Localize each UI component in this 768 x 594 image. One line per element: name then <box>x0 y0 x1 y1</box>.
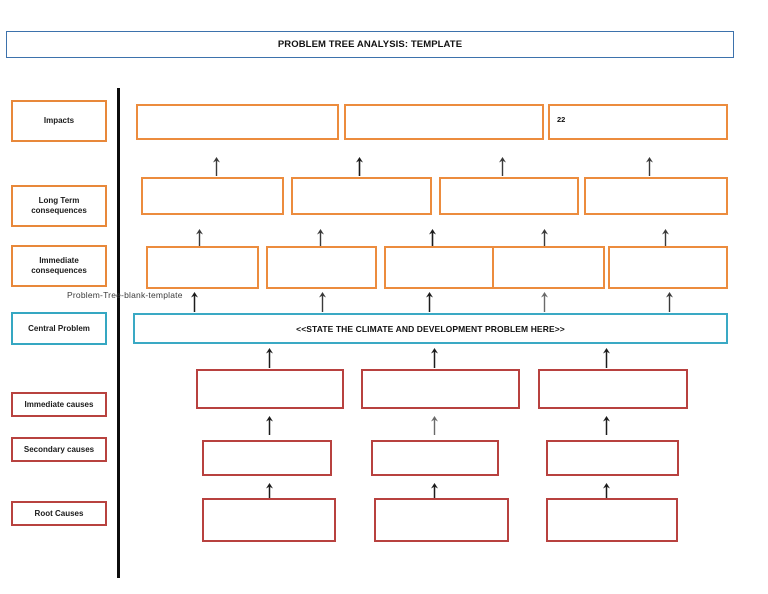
legend-label-immediate-cons-line1: Immediate <box>39 256 79 265</box>
impacts-box-1[interactable] <box>136 104 339 140</box>
arrow-up-immediate-causes-1 <box>265 415 274 435</box>
central-problem-box[interactable]: <<STATE THE CLIMATE AND DEVELOPMENT PROB… <box>133 313 728 344</box>
legend-item-immediate-causes[interactable]: Immediate causes <box>11 392 107 417</box>
immediate-consequences-box-4[interactable] <box>492 246 605 289</box>
vertical-divider-line <box>117 88 120 578</box>
legend-item-long-term-consequences[interactable]: Long Term consequences <box>11 185 107 227</box>
immediate-consequences-box-1[interactable] <box>146 246 259 289</box>
arrow-up-long-term-4 <box>540 228 549 248</box>
arrow-up-immediate-causes-3 <box>602 415 611 435</box>
page-title-banner: PROBLEM TREE ANALYSIS: TEMPLATE <box>6 31 734 58</box>
arrow-up-immediate-cons-4 <box>540 291 549 312</box>
secondary-causes-box-2[interactable] <box>371 440 499 476</box>
arrow-up-impacts-3 <box>498 156 507 176</box>
secondary-causes-box-1[interactable] <box>202 440 332 476</box>
arrow-up-immediate-cons-5 <box>665 291 674 312</box>
legend-label-immediate-cons-line2: consequences <box>31 266 87 275</box>
impacts-box-3-value: 22 <box>557 115 566 124</box>
arrow-up-impacts-2 <box>355 156 364 176</box>
impacts-box-3[interactable]: 22 <box>548 104 728 140</box>
immediate-consequences-box-3[interactable] <box>384 246 495 289</box>
legend-item-impacts[interactable]: Impacts <box>11 100 107 142</box>
long-term-consequences-box-1[interactable] <box>141 177 284 215</box>
arrow-up-central-problem-2 <box>430 347 439 368</box>
central-problem-text: <<STATE THE CLIMATE AND DEVELOPMENT PROB… <box>296 323 565 334</box>
arrow-up-central-problem-1 <box>265 347 274 368</box>
long-term-consequences-box-2[interactable] <box>291 177 432 215</box>
arrow-up-long-term-5 <box>661 228 670 248</box>
secondary-causes-box-3[interactable] <box>546 440 679 476</box>
immediate-causes-box-2[interactable] <box>361 369 520 409</box>
legend-label-root-causes: Root Causes <box>34 508 84 518</box>
arrow-up-long-term-1 <box>195 228 204 248</box>
root-causes-box-1[interactable] <box>202 498 336 542</box>
watermark-caption: Problem-Tree-blank-template <box>67 290 183 300</box>
arrow-up-impacts-1 <box>212 156 221 176</box>
legend-item-root-causes[interactable]: Root Causes <box>11 501 107 526</box>
legend-label-central-problem: Central Problem <box>28 323 90 333</box>
root-causes-box-3[interactable] <box>546 498 678 542</box>
immediate-consequences-box-5[interactable] <box>608 246 728 289</box>
arrow-up-central-problem-3 <box>602 347 611 368</box>
immediate-causes-box-1[interactable] <box>196 369 344 409</box>
root-causes-box-2[interactable] <box>374 498 509 542</box>
arrow-up-impacts-4 <box>645 156 654 176</box>
long-term-consequences-box-4[interactable] <box>584 177 728 215</box>
immediate-consequences-box-2[interactable] <box>266 246 377 289</box>
legend-label-immediate-causes: Immediate causes <box>24 399 94 409</box>
legend-item-central-problem[interactable]: Central Problem <box>11 312 107 345</box>
page-title: PROBLEM TREE ANALYSIS: TEMPLATE <box>277 39 463 50</box>
arrow-up-immediate-causes-2 <box>430 415 439 435</box>
legend-label-long-term-line2: consequences <box>31 206 87 215</box>
legend-label-impacts: Impacts <box>43 116 75 125</box>
impacts-box-2[interactable] <box>344 104 544 140</box>
legend-item-secondary-causes[interactable]: Secondary causes <box>11 437 107 462</box>
long-term-consequences-box-3[interactable] <box>439 177 579 215</box>
legend-item-immediate-consequences[interactable]: Immediate consequences <box>11 245 107 287</box>
arrow-up-immediate-cons-1 <box>190 291 199 312</box>
legend-label-secondary-causes: Secondary causes <box>23 444 95 454</box>
arrow-up-immediate-cons-2 <box>318 291 327 312</box>
arrow-up-long-term-3 <box>428 228 437 248</box>
arrow-up-long-term-2 <box>316 228 325 248</box>
legend-label-long-term-line1: Long Term <box>38 196 80 205</box>
immediate-causes-box-3[interactable] <box>538 369 688 409</box>
arrow-up-immediate-cons-3 <box>425 291 434 312</box>
